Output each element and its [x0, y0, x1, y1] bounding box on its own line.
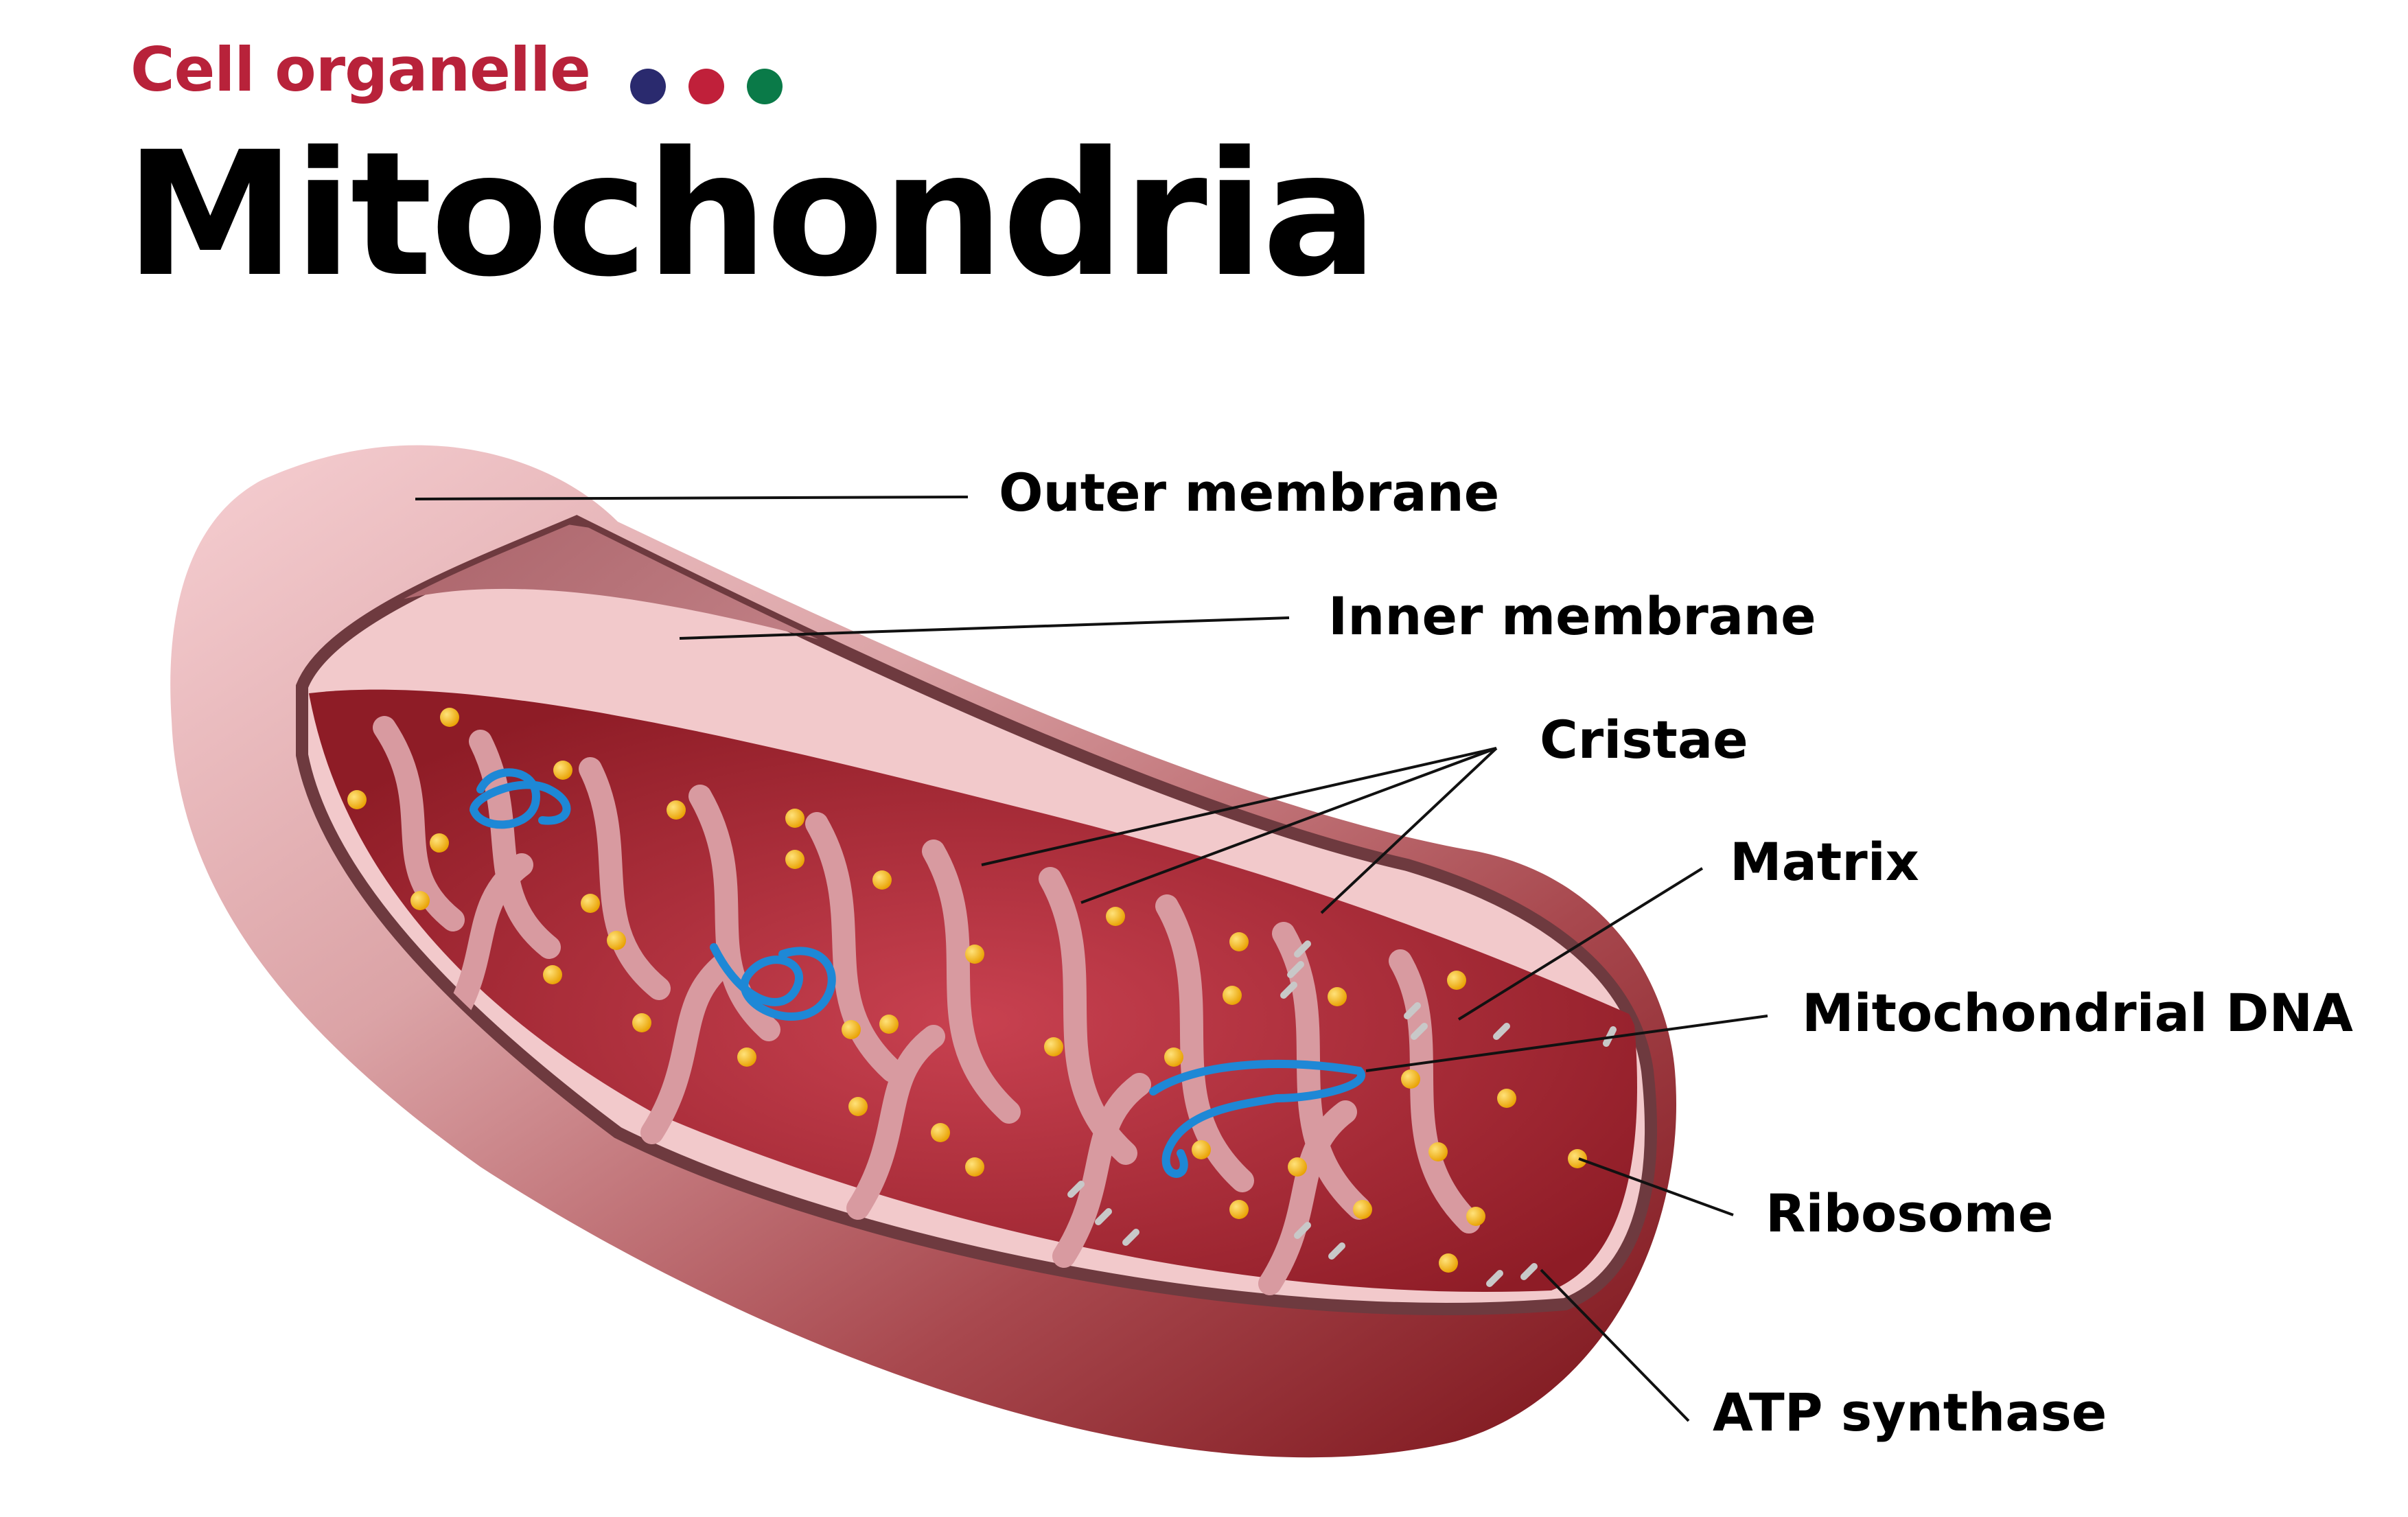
color-dot-red [688, 69, 724, 104]
label-cristae: Cristae [1540, 709, 1748, 770]
page-title: Mitochondria [125, 115, 1378, 314]
leader-matrix [1457, 867, 1704, 1021]
leader-cristae-1 [981, 747, 1497, 866]
label-ribosome: Ribosome [1766, 1183, 2054, 1244]
leader-lines [415, 496, 1768, 1422]
leader-cristae-2 [1080, 747, 1497, 904]
label-matrix: Matrix [1730, 831, 1919, 892]
inner-membrane-wall [302, 522, 1647, 913]
ribosome-particles [347, 708, 1587, 1273]
leader-cristae-3 [1320, 747, 1498, 914]
label-atp-synthase: ATP synthase [1713, 1382, 2107, 1443]
color-dot-green [747, 69, 783, 104]
color-dot-navy [630, 69, 666, 104]
leader-outer-membrane [415, 496, 969, 500]
label-inner-membrane: Inner membrane [1328, 586, 1816, 647]
leader-atp [1540, 1269, 1690, 1422]
leader-ribosome [1578, 1157, 1734, 1216]
mitochondrial-dna-strands [469, 768, 1365, 1178]
subtitle: Cell organelle [130, 34, 591, 105]
atp-synthase-particles [1067, 940, 1617, 1287]
leader-inner-membrane [679, 616, 1290, 640]
label-outer-membrane: Outer membrane [999, 462, 1500, 523]
leader-dna [1365, 1015, 1768, 1072]
label-mitochondrial-dna: Mitochondrial DNA [1802, 982, 2353, 1043]
